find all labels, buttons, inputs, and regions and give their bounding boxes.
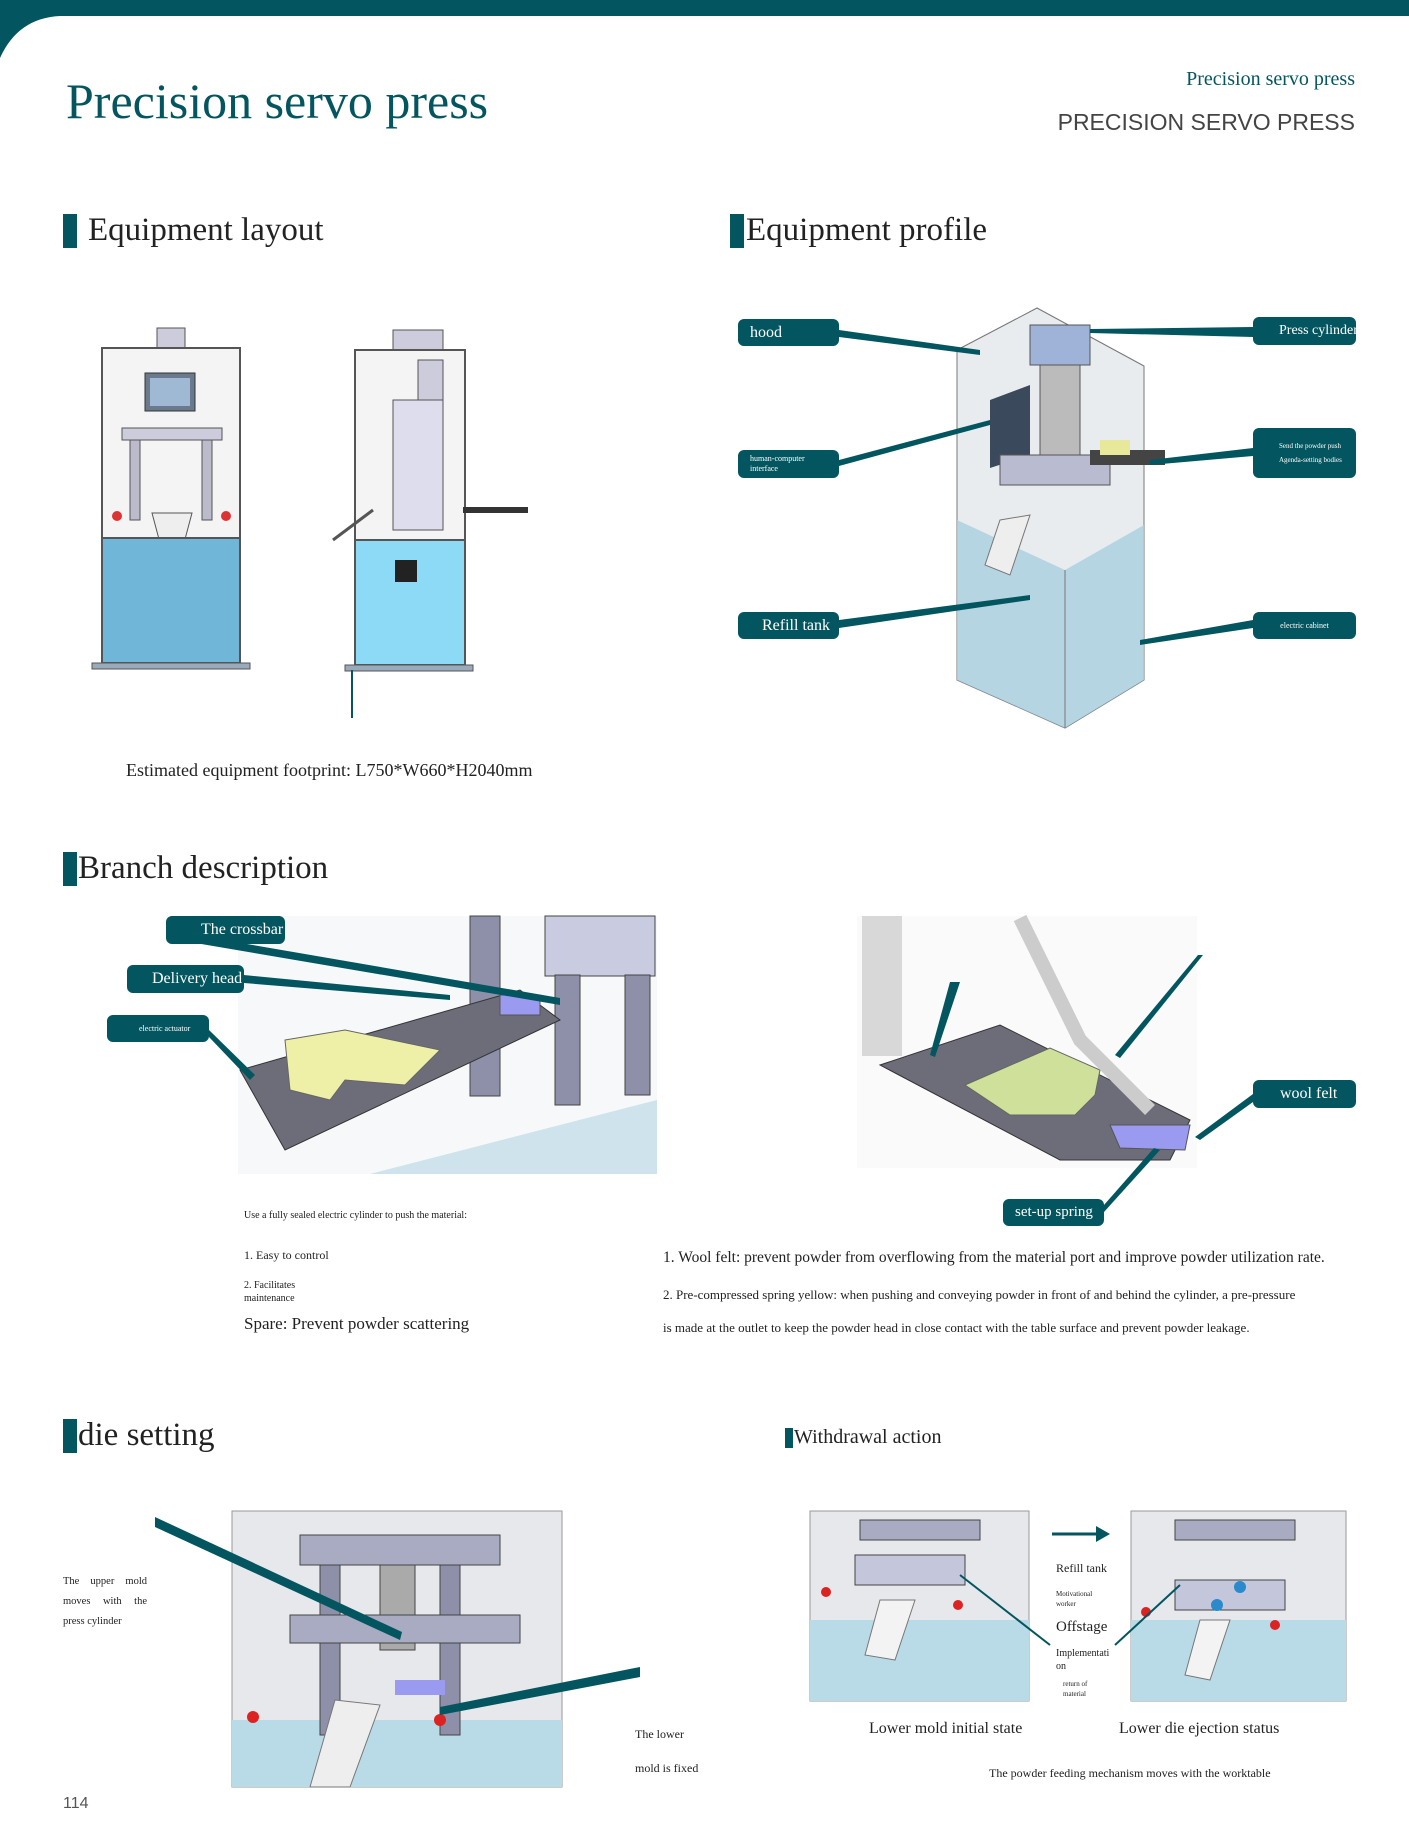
label-hood: hood [738, 319, 839, 346]
caption-initial-state: Lower mold initial state [869, 1720, 1023, 1737]
section-marker [63, 1419, 77, 1453]
label-setup-spring: set-up spring [1003, 1199, 1104, 1226]
section-heading-layout: Equipment layout [88, 212, 324, 248]
label-electric-cabinet: electric cabinet [1253, 612, 1356, 639]
die-lower-text-2: mold is fixed [635, 1761, 699, 1775]
label-electric-actuator: electric actuator [107, 1015, 209, 1042]
section-marker [63, 214, 77, 248]
section-heading-withdrawal: Withdrawal action [794, 1426, 942, 1448]
die-lower-text-1: The lower [635, 1727, 684, 1741]
branch-left-intro: Use a fully sealed electric cylinder to … [244, 1210, 467, 1221]
label-press-cylinder: Press cylinder [1253, 317, 1356, 345]
page-title: Precision servo press [66, 73, 489, 129]
withdrawal-bottom-caption: The powder feeding mechanism moves with … [989, 1766, 1271, 1780]
section-marker [730, 214, 744, 248]
branch-left-item2: 2. Facilitates maintenance [244, 1280, 296, 1304]
branch-right-item2b: is made at the outlet to keep the powder… [663, 1320, 1250, 1335]
branch-left-item1: 1. Easy to control [244, 1248, 329, 1262]
label-send-powder: Send the powder push Agenda-setting bodi… [1253, 428, 1356, 478]
die-upper-text: The upper mold moves with the press cyli… [63, 1576, 147, 1627]
withdrawal-implementation: Implementation [1056, 1648, 1110, 1672]
feeder-render-right [862, 914, 1253, 1212]
section-heading-branch: Branch description [78, 850, 329, 886]
branch-left-spare: Spare: Prevent powder scattering [244, 1314, 470, 1333]
branch-right-item1: 1. Wool felt: prevent powder from overfl… [663, 1249, 1325, 1266]
footprint-text: Estimated equipment footprint: L750*W660… [126, 760, 533, 780]
withdrawal-offstage: Offstage [1056, 1619, 1108, 1635]
withdrawal-return: return of material [1063, 1680, 1088, 1698]
top-band [0, 0, 1409, 58]
feeder-render-left [166, 915, 657, 1174]
label-wool-felt: wool felt [1253, 1080, 1356, 1108]
header-right-title: Precision servo press [1186, 68, 1355, 90]
label-crossbar: The crossbar [166, 916, 285, 944]
section-marker [63, 852, 77, 886]
caption-ejection-status: Lower die ejection status [1119, 1720, 1280, 1737]
label-hmi: human-computer interface [738, 450, 839, 478]
withdrawal-motivational: Motivational worker [1056, 1590, 1093, 1608]
header-right-subtitle: PRECISION SERVO PRESS [1057, 109, 1355, 135]
section-heading-profile: Equipment profile [746, 212, 988, 248]
label-refill-tank: Refill tank [738, 612, 839, 639]
equipment-3d-render [839, 307, 1253, 729]
page-number: 114 [63, 1795, 89, 1812]
withdrawal-refill: Refill tank [1056, 1561, 1107, 1575]
label-send-powder-text: Send the powder push [1279, 442, 1342, 450]
section-heading-die: die setting [78, 1417, 215, 1453]
branch-right-item2a: 2. Pre-compressed spring yellow: when pu… [663, 1287, 1296, 1302]
side-view-drawing [332, 329, 528, 718]
label-agenda-text: Agenda-setting bodies [1279, 456, 1342, 464]
section-marker [785, 1428, 793, 1448]
label-delivery-head: Delivery head [127, 965, 244, 993]
front-view-drawing [91, 327, 251, 670]
